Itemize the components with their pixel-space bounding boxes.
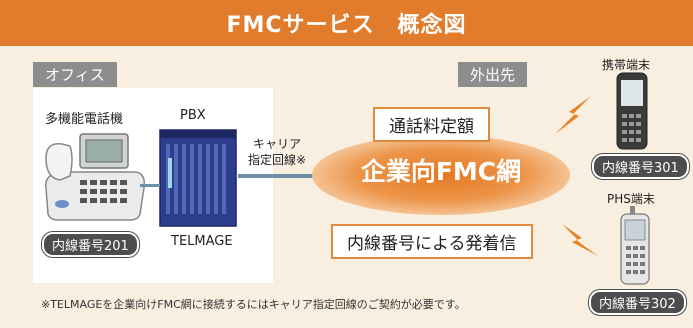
carrier-line (238, 174, 330, 178)
desk-phone-icon (45, 133, 146, 221)
phone-label: 多機能電話機 (45, 112, 124, 127)
phs-extension-badge: 内線番号302 (589, 290, 686, 315)
signal-bolt-icon (562, 224, 598, 256)
fmc-network-cloud (312, 135, 570, 215)
pbx-icon (159, 129, 237, 227)
signal-bolt-icon (555, 96, 591, 134)
fmc-network-label: 企業向FMC網 (360, 157, 522, 186)
pbx-label: PBX (180, 108, 206, 123)
pbx-name: TELMAGE (171, 234, 233, 249)
footnote: ※TELMAGEを企業向けFMC網に接続するにはキャリア指定回線のご契約が必要で… (41, 298, 466, 311)
page-title: FMCサービス 概念図 (0, 0, 693, 46)
phone-extension-badge: 内線番号201 (42, 232, 139, 257)
extension-calls-label: 内線番号による発着信 (331, 224, 533, 259)
mobile-phone-icon (616, 72, 648, 150)
outside-tag: 外出先 (458, 62, 528, 87)
phs-phone-icon (620, 206, 650, 285)
mobile-label: 携帯端末 (602, 58, 651, 72)
carrier-line-label: キャリア 指定回線※ (248, 137, 307, 167)
office-tag: オフィス (33, 62, 117, 87)
phs-label: PHS端末 (607, 192, 655, 206)
phone-pbx-line (140, 184, 160, 187)
flat-rate-label: 通話料定額 (373, 107, 490, 142)
mobile-extension-badge: 内線番号301 (592, 154, 689, 179)
